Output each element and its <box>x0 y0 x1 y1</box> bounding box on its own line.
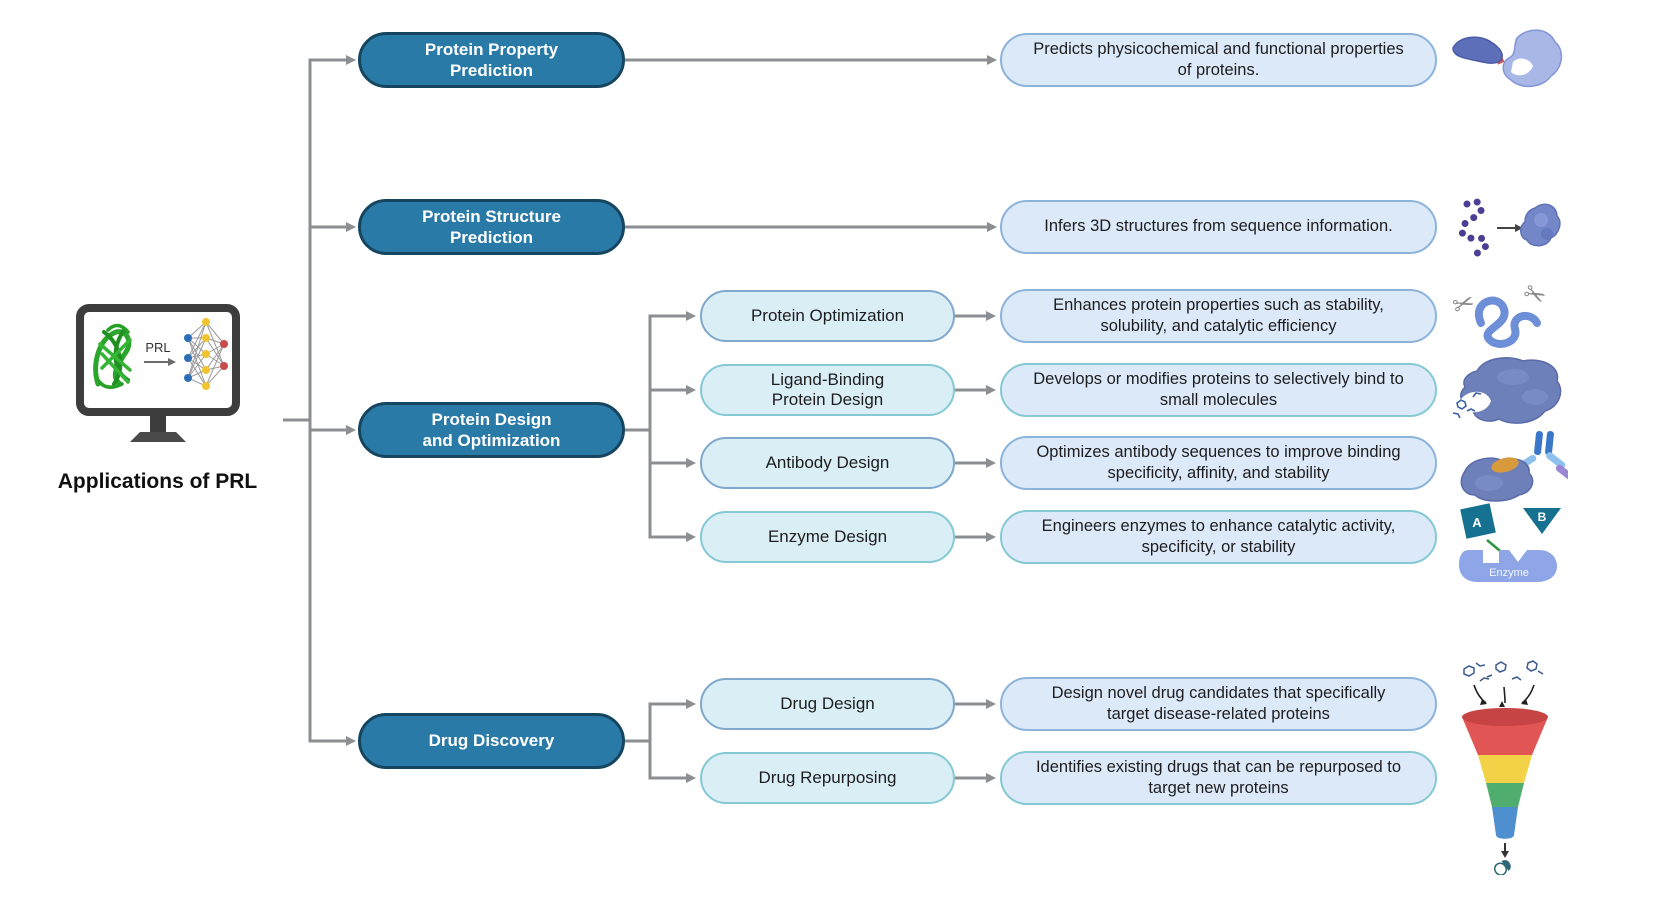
subnode-label: Drug Repurposing <box>758 767 897 787</box>
description-text: Identifies existing drugs that can be re… <box>1035 757 1402 797</box>
subnode-label: Drug Design <box>780 693 875 713</box>
capsule-icon <box>1493 860 1511 875</box>
branch-label: Drug Discovery <box>428 731 555 751</box>
branch-protein-property-prediction: Protein Property Prediction <box>358 32 625 88</box>
subnode-antibody-design: Antibody Design <box>700 437 955 489</box>
enzyme-label: Enzyme <box>1489 567 1529 579</box>
description-text: Enhances protein properties such as stab… <box>1053 295 1384 335</box>
substrate-b-label: B <box>1538 510 1547 524</box>
monitor-arrow-icon <box>144 358 176 366</box>
subnode-drug-repurposing: Drug Repurposing <box>700 752 955 804</box>
subnode-drug-design: Drug Design <box>700 678 955 730</box>
scissors-icon: ✂ <box>1518 283 1551 313</box>
subnode-protein-optimization: Protein Optimization <box>700 290 955 342</box>
subnode-label: Ligand-Binding Protein Design <box>770 369 885 409</box>
prl-monitor-icon: PRL <box>76 304 240 442</box>
subnode-ligand-binding-protein-design: Ligand-Binding Protein Design <box>700 364 955 416</box>
antibody-antigen-icon <box>1460 431 1568 502</box>
monitor-prl-label: PRL <box>145 340 170 355</box>
subnode-label: Protein Optimization <box>750 305 905 325</box>
neural-network-icon <box>184 318 228 390</box>
description-text: Develops or modifies proteins to selecti… <box>1033 369 1404 409</box>
description-text: Design novel drug candidates that specif… <box>1051 683 1386 723</box>
description-text: Optimizes antibody sequences to improve … <box>1036 442 1401 482</box>
sequence-to-structure-icon <box>1458 198 1561 258</box>
epitope-patch <box>1491 457 1519 473</box>
branch-drug-discovery: Drug Discovery <box>358 713 625 769</box>
description-enzyme-design: Engineers enzymes to enhance catalytic a… <box>1000 510 1437 564</box>
scissors-icon: ✂ <box>1449 286 1479 321</box>
candidate-molecules-icon <box>1463 660 1544 682</box>
branch-protein-structure-prediction: Protein Structure Prediction <box>358 199 625 255</box>
description-protein-property: Predicts physicochemical and functional … <box>1000 33 1437 87</box>
description-text: Infers 3D structures from sequence infor… <box>1044 217 1393 236</box>
subnode-label: Enzyme Design <box>767 526 888 546</box>
branch-label: Protein Property Prediction <box>424 39 559 80</box>
protein-complex-icon <box>1452 29 1563 88</box>
small-molecules-icon <box>1452 392 1482 419</box>
description-ligand-binding: Develops or modifies proteins to selecti… <box>1000 363 1437 417</box>
description-drug-repurposing: Identifies existing drugs that can be re… <box>1000 751 1437 805</box>
screening-funnel-icon <box>1462 660 1548 875</box>
description-drug-design: Design novel drug candidates that specif… <box>1000 677 1437 731</box>
enzyme-substrate-icon: A B Enzyme <box>1459 503 1561 582</box>
branch-label: Protein Design and Optimization <box>422 409 561 450</box>
description-antibody-design: Optimizes antibody sequences to improve … <box>1000 436 1437 490</box>
branch-label: Protein Structure Prediction <box>422 206 561 247</box>
protein-structure-icon <box>93 323 132 389</box>
subnode-label: Antibody Design <box>765 452 890 472</box>
protein-editing-scissors-icon: ✂ ✂ <box>1449 283 1551 348</box>
subnode-enzyme-design: Enzyme Design <box>700 511 955 563</box>
inflow-arrows-icon <box>1473 684 1535 707</box>
description-protein-structure: Infers 3D structures from sequence infor… <box>1000 200 1437 254</box>
funnel-body <box>1462 708 1548 839</box>
description-protein-optimization: Enhances protein properties such as stab… <box>1000 289 1437 343</box>
description-text: Predicts physicochemical and functional … <box>1033 39 1404 79</box>
description-text: Engineers enzymes to enhance catalytic a… <box>1041 516 1396 556</box>
ligand-binding-pocket-icon <box>1452 357 1562 424</box>
branch-protein-design-and-optimization: Protein Design and Optimization <box>358 402 625 458</box>
diagram-title: Applications of PRL <box>57 470 258 493</box>
substrate-a-label: A <box>1472 515 1482 530</box>
